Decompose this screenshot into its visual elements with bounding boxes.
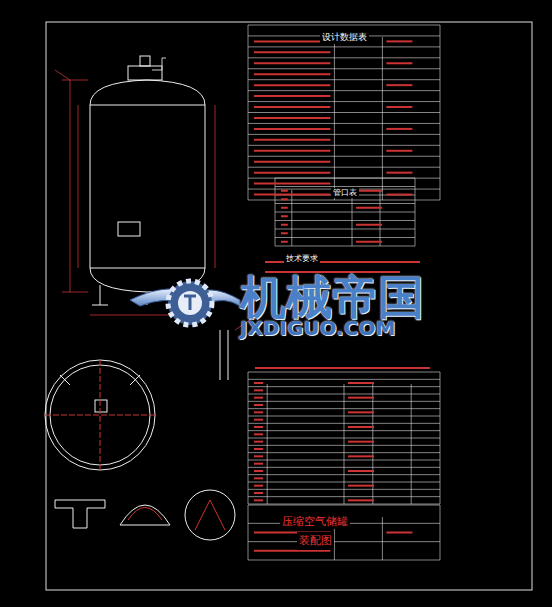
- table-block: 设计数据表: [248, 25, 440, 44]
- vessel-elevation: [90, 56, 205, 305]
- watermark-text: 机械帝国: [240, 274, 424, 320]
- dimension-lines: [55, 70, 250, 330]
- table-block: 技术要求: [262, 246, 342, 265]
- table-heading: 压缩空气储罐: [280, 515, 350, 529]
- table-heading: 技术要求: [284, 254, 320, 264]
- watermark-text: JXDIGUO.COM: [240, 318, 395, 338]
- sheet-frame: [46, 22, 532, 590]
- table-heading: 设计数据表: [320, 32, 369, 44]
- table-heading: 装配图: [297, 532, 334, 550]
- detail-views: [55, 330, 235, 540]
- table-block: 管口表: [275, 180, 415, 199]
- table-heading: 管口表: [331, 188, 359, 198]
- watermark-logo: [130, 281, 240, 325]
- top-view: [45, 360, 155, 470]
- table-block: 压缩空气储罐装配图: [260, 510, 370, 556]
